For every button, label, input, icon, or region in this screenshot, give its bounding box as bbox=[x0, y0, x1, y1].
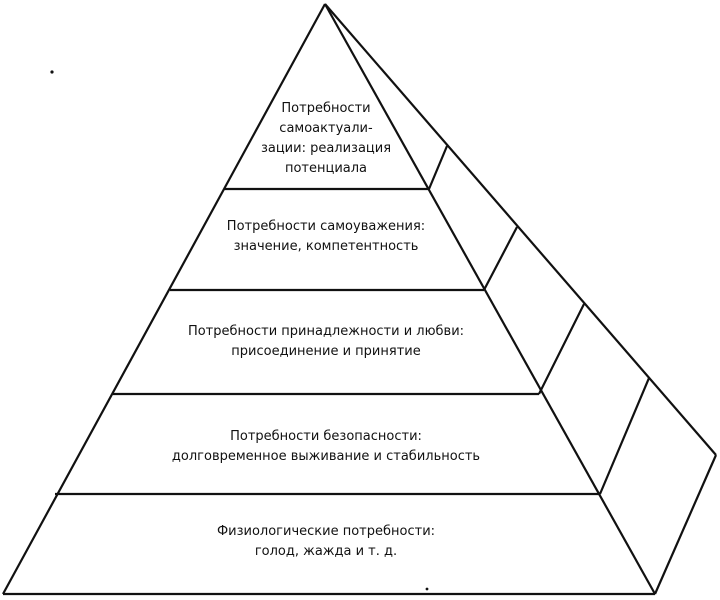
label-line: значение, компетентность bbox=[233, 239, 419, 254]
pyramid-back-right-edge bbox=[324, 3, 717, 456]
label-line: присоединение и принятие bbox=[231, 344, 421, 359]
pyramid-left-edge bbox=[2, 3, 326, 595]
side-divider-2 bbox=[483, 226, 518, 291]
speck-mark bbox=[425, 587, 429, 591]
label-line: голод, жажда и т. д. bbox=[254, 544, 398, 559]
pyramid-side-base-edge bbox=[653, 454, 718, 595]
label-line: Потребности bbox=[281, 101, 371, 116]
label-line: Потребности принадлежности и любви: bbox=[187, 324, 465, 339]
label-line: зации: реализация bbox=[260, 141, 392, 156]
label-line: Потребности самоуважения: bbox=[226, 219, 426, 234]
level-label-physiological: Физиологические потребности: голод, жажд… bbox=[217, 522, 435, 562]
speck-mark bbox=[50, 70, 54, 74]
pyramid-front-right-edge bbox=[324, 3, 656, 595]
side-divider-1 bbox=[427, 145, 449, 190]
level-label-belonging: Потребности принадлежности и любви: прис… bbox=[188, 322, 464, 362]
label-line: Физиологические потребности: bbox=[216, 524, 436, 539]
level-label-esteem: Потребности самоуважения: значение, комп… bbox=[227, 217, 425, 257]
label-line: долговременное выживание и стабильность bbox=[171, 449, 481, 464]
side-divider-4 bbox=[598, 377, 651, 495]
label-line: потенциала bbox=[284, 161, 368, 176]
side-divider-3 bbox=[538, 303, 585, 395]
level-label-safety: Потребности безопасности: долговременное… bbox=[172, 427, 480, 467]
label-line: самоактуали- bbox=[279, 121, 373, 136]
level-label-self-actualization: Потребности самоактуали- зации: реализац… bbox=[261, 99, 391, 179]
label-line: Потребности безопасности: bbox=[230, 429, 422, 444]
